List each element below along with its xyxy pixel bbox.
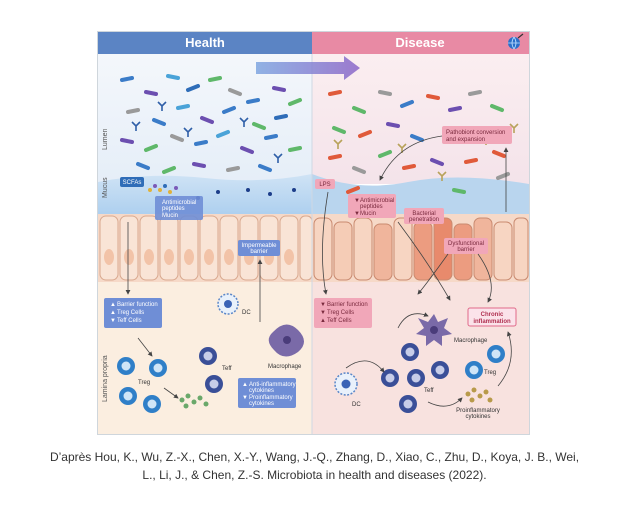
disease-teff-cells: Teff Cells	[327, 318, 352, 324]
disease-bacteria	[328, 90, 510, 194]
disease-cytokines	[465, 387, 493, 403]
health-pro-line1: Proinflammatory	[249, 395, 293, 401]
health-mucus-layer	[98, 174, 312, 220]
health-treg-cells: Treg Cells	[117, 310, 144, 316]
dys-line1: Dysfunctional	[448, 241, 484, 247]
health-cytokine-box: ▲ Anti-inflammatory cytokines ▼ Proinfla…	[238, 378, 296, 408]
disease-pro-line2: cytokines	[465, 414, 490, 420]
health-pro-line2: cytokines	[249, 401, 274, 407]
disease-dc-label: DC	[352, 402, 361, 408]
chronic-line2: inflammation	[473, 319, 511, 325]
arrow-right-icon	[256, 56, 360, 80]
bact-line2: penetration	[409, 217, 439, 223]
health-dc-label: DC	[242, 310, 251, 316]
chronic-line1: Chronic	[481, 312, 504, 318]
lps-label: LPS	[319, 182, 330, 188]
bacterial-penetration-box: Bacterial penetration	[404, 208, 444, 224]
health-cytokines	[179, 393, 209, 409]
impermeable-barrier-box: Impermeable barrier	[238, 240, 280, 256]
dysfunctional-barrier-box: Dysfunctional barrier	[444, 238, 488, 254]
disease-epithelium	[313, 217, 529, 281]
impermeable-line2: barrier	[250, 249, 267, 255]
health-immune-box: ▲ Barrier function ▲ Treg Cells ▼ Teff C…	[104, 298, 162, 328]
lamina-propria-label: Lamina propria	[102, 355, 109, 402]
svg-text:▼: ▼	[354, 198, 360, 204]
health-dc-cell	[217, 293, 239, 315]
svg-text:▼: ▼	[320, 302, 326, 308]
svg-text:▼: ▼	[320, 310, 326, 316]
pathobiont-line2: and expansion	[446, 137, 485, 143]
microbiota-diagram: Health Disease	[97, 31, 530, 435]
disease-immune-box: ▼ Barrier function ▼ Treg Cells ▲ Teff C…	[314, 298, 372, 328]
health-amp-box: Antimicrobial peptides Mucin	[155, 196, 203, 220]
chronic-inflammation-box: Chronic inflammation	[467, 307, 517, 327]
disease-dc-cell	[334, 372, 358, 396]
bact-line1: Bacterial	[412, 211, 435, 217]
disease-barrier-function: Barrier function	[327, 302, 368, 308]
health-teff-cells: Teff Cells	[117, 318, 142, 324]
disease-teff-label: Teff	[424, 388, 434, 394]
health-bacteria	[120, 74, 302, 174]
dys-line2: barrier	[457, 247, 474, 253]
impermeable-line1: Impermeable	[241, 243, 277, 249]
health-antibodies	[131, 101, 283, 163]
down-arrow-icon: ▼	[110, 318, 116, 324]
svg-text:▲: ▲	[110, 310, 116, 316]
caption-line-2: L., Li, J., & Chen, Z.-S. Microbiota in …	[142, 468, 487, 482]
health-teff-label: Teff	[222, 366, 232, 372]
disease-header-bar	[312, 32, 529, 54]
pathobiont-box: Pathobiont conversion and expansion	[442, 126, 512, 144]
figure-caption: D’après Hou, K., Wu, Z.-X., Chen, X.-Y.,…	[20, 448, 609, 484]
health-amp-line1: Antimicrobial	[162, 200, 196, 206]
health-macrophage-label: Macrophage	[268, 364, 302, 370]
up-arrow-icon: ▲	[110, 302, 116, 308]
disease-macrophage-label: Macrophage	[454, 338, 488, 344]
disease-amp-line1: Antimicrobial	[360, 198, 394, 204]
health-amp-line2: peptides	[162, 206, 185, 212]
caption-line-1: D’après Hou, K., Wu, Z.-X., Chen, X.-Y.,…	[49, 450, 580, 464]
health-header: Health	[185, 35, 225, 50]
svg-text:▼: ▼	[354, 211, 360, 217]
svg-text:▲: ▲	[320, 318, 326, 324]
health-barrier-function: Barrier function	[117, 302, 158, 308]
disease-treg-cells: Treg Cells	[327, 310, 354, 316]
anti-line1: Anti-inflammatory	[249, 382, 296, 388]
disease-header: Disease	[395, 35, 444, 50]
anti-line2: cytokines	[249, 388, 274, 394]
disease-macrophage	[416, 314, 452, 346]
svg-text:▼: ▼	[242, 395, 248, 401]
health-header-bar	[98, 32, 312, 54]
disease-t-cells	[381, 343, 505, 413]
lumen-label: Lumen	[102, 128, 109, 150]
health-macrophage	[268, 324, 304, 357]
pathobiont-line1: Pathobiont conversion	[446, 130, 505, 136]
svg-text:▲: ▲	[242, 382, 248, 388]
health-mucin: Mucin	[162, 213, 178, 219]
disease-treg-label: Treg	[484, 370, 496, 376]
globe-icon	[508, 33, 524, 50]
health-t-cells	[117, 347, 223, 413]
lps-badge	[315, 179, 335, 189]
mucus-label: Mucus	[102, 177, 109, 198]
disease-pro-line1: Proinflammatory	[456, 408, 500, 414]
scfas-label: SCFAs	[123, 180, 142, 186]
health-treg-label: Treg	[138, 380, 150, 386]
health-epithelium	[99, 215, 313, 281]
disease-amp-line2: peptides	[360, 204, 383, 210]
disease-mucin: Mucin	[360, 211, 376, 217]
disease-amp-box: ▼ Antimicrobial peptides ▼ Mucin	[348, 194, 396, 218]
scfas-badge	[120, 177, 144, 187]
